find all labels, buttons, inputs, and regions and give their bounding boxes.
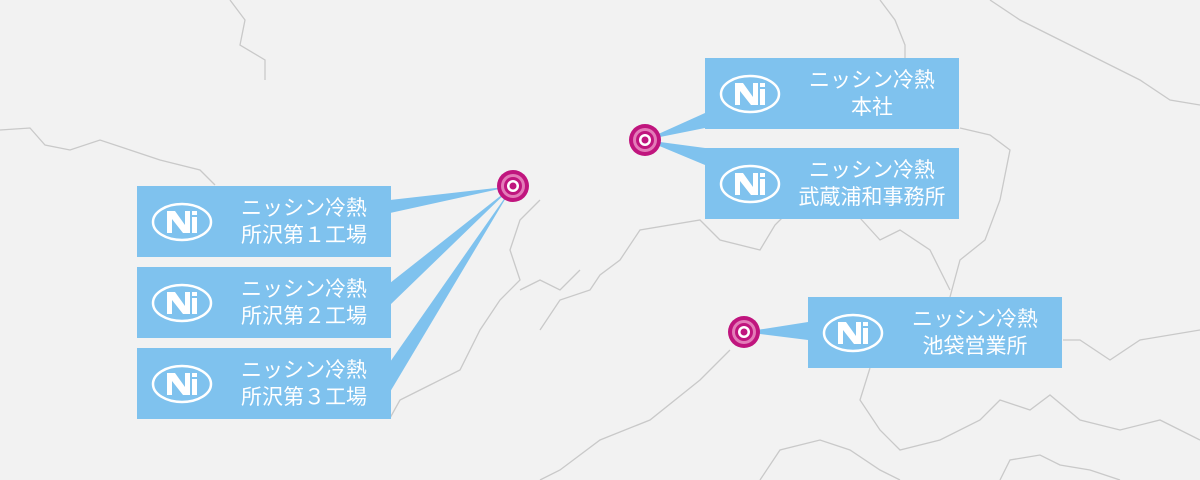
company-name: ニッシン冷熱	[241, 276, 367, 301]
marker-urawa[interactable]	[629, 124, 661, 156]
company-name: ニッシン冷熱	[241, 195, 367, 220]
nissin-logo-icon	[719, 164, 781, 203]
marker-tokorozawa[interactable]	[497, 170, 529, 202]
location-name: 池袋営業所	[922, 333, 1028, 358]
callout-tokorozawa-3[interactable]: ニッシン冷熱所沢第３工場	[137, 348, 391, 419]
nissin-logo-icon	[151, 283, 213, 322]
location-name: 所沢第１工場	[241, 222, 367, 247]
location-name: 所沢第２工場	[241, 303, 367, 328]
nissin-logo-icon	[151, 202, 213, 241]
company-name: ニッシン冷熱	[809, 157, 935, 182]
company-name: ニッシン冷熱	[241, 357, 367, 382]
company-name: ニッシン冷熱	[912, 306, 1038, 331]
nissin-logo-icon	[719, 74, 781, 113]
nissin-logo-icon	[151, 364, 213, 403]
nissin-logo-icon	[822, 313, 884, 352]
marker-ikebukuro[interactable]	[728, 316, 760, 348]
company-name: ニッシン冷熱	[809, 67, 935, 92]
location-markers	[497, 124, 760, 348]
callout-tokorozawa-2[interactable]: ニッシン冷熱所沢第２工場	[137, 267, 391, 338]
callout-musashi-urawa[interactable]: ニッシン冷熱武蔵浦和事務所	[705, 148, 959, 219]
callout-ikebukuro[interactable]: ニッシン冷熱池袋営業所	[808, 297, 1062, 368]
location-name: 本社	[851, 94, 893, 119]
callout-tokorozawa-1[interactable]: ニッシン冷熱所沢第１工場	[137, 186, 391, 257]
callout-pointers	[390, 113, 808, 392]
location-name: 所沢第３工場	[241, 384, 367, 409]
callout-honsha[interactable]: ニッシン冷熱本社	[705, 58, 959, 129]
location-name: 武蔵浦和事務所	[798, 184, 946, 209]
